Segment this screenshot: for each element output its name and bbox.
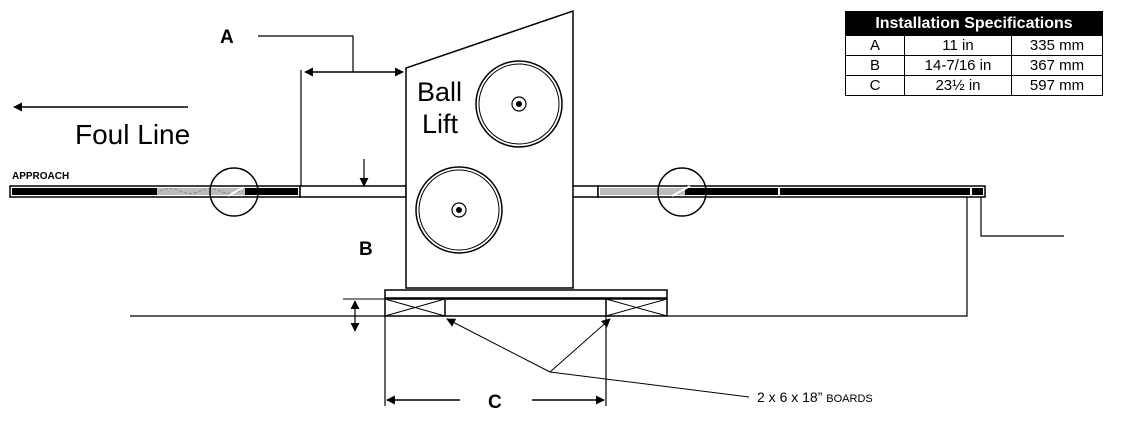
table-row: A 11 in 335 mm [845, 35, 1103, 56]
right-drop-line [980, 197, 1064, 237]
base-plate [384, 289, 668, 299]
dim-b-label: B [359, 239, 373, 260]
lane-gap-right [571, 185, 599, 198]
ball-lift-label-line2: Lift [422, 109, 459, 139]
table-title: Installation Specifications [845, 11, 1103, 36]
table-row: C 23½ in 597 mm [845, 75, 1103, 96]
ball-lift-label-line1: Ball [417, 77, 462, 107]
installation-specifications-table: Installation Specifications A 11 in 335 … [845, 11, 1103, 96]
table-row: B 14-7/16 in 367 mm [845, 55, 1103, 76]
upper-wheel [475, 60, 563, 148]
foul-line-label: Foul Line [75, 119, 190, 150]
lower-wheel [415, 166, 503, 254]
dim-a-label: A [220, 27, 234, 48]
joint-circle-left [209, 167, 259, 217]
lane-left [9, 185, 301, 198]
joint-circle-right [657, 167, 707, 217]
dim-c-label: C [488, 392, 502, 413]
approach-label: APPROACH [12, 171, 69, 182]
boards [384, 298, 668, 317]
ball-lift-cabinet [405, 9, 574, 289]
boards-callout-leader [549, 371, 750, 398]
boards-callout-label: 2 x 6 x 18” BOARDS [757, 389, 873, 405]
lane-right [597, 185, 986, 198]
floor-line-right [667, 197, 968, 317]
lane-gap-left [299, 185, 407, 198]
dim-a-leader [258, 35, 354, 72]
